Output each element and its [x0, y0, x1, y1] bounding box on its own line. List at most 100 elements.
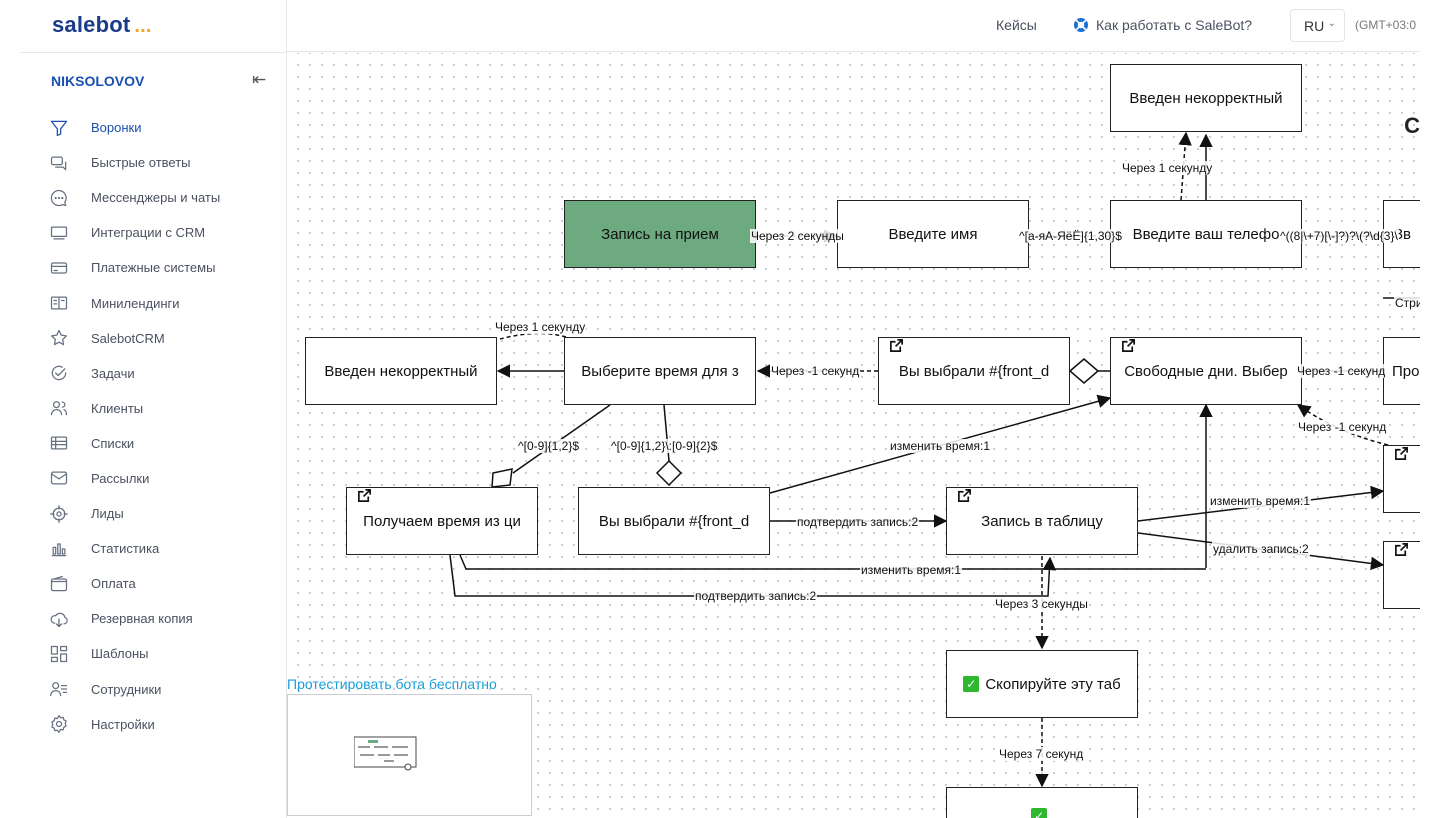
sidebar-item-templates[interactable]: Шаблоны — [48, 636, 278, 671]
sidebar-menu: Воронки Быстрые ответы Мессенджеры и чат… — [48, 110, 278, 742]
quick-replies-icon — [48, 152, 70, 174]
staff-icon — [48, 678, 70, 700]
node-you-chose-1[interactable]: Вы выбрали #{front_d — [878, 337, 1070, 405]
crm-icon — [48, 222, 70, 244]
funnel-icon — [48, 117, 70, 139]
sidebar-item-label: Настройки — [91, 716, 155, 732]
sidebar-item-salebotcrm[interactable]: SalebotCRM — [48, 321, 278, 356]
node-label: Выберите время для з — [581, 362, 739, 380]
node-you-chose-2[interactable]: Вы выбрали #{front_d — [578, 487, 770, 555]
sidebar-item-mailings[interactable]: Рассылки — [48, 461, 278, 496]
sidebar-item-backup[interactable]: Резервная копия — [48, 601, 278, 636]
sidebar-item-label: Резервная копия — [91, 611, 193, 627]
sidebar: salebot... NIKSOLOVOV ⇤ Воронки Быстрые … — [20, 0, 287, 818]
node-enter-phone[interactable]: Введите ваш телефо — [1110, 200, 1302, 268]
howto-link[interactable]: Как работать с SaleBot? — [1073, 17, 1252, 33]
salebot-logo[interactable]: salebot... — [52, 12, 152, 37]
topbar: Кейсы Как работать с SaleBot? RU ⌄ (GMT+… — [287, 0, 1420, 52]
edge-label: Через 1 секунду — [1121, 161, 1214, 175]
lifebuoy-icon — [1074, 18, 1088, 32]
bar-chart-icon — [48, 538, 70, 560]
node-right-mid[interactable]: Про — [1383, 337, 1420, 405]
edge-label: Через -1 секунд — [770, 364, 861, 378]
edge-label: подтвердить запись:2 — [796, 515, 920, 529]
users-icon — [48, 397, 70, 419]
funnel-canvas[interactable]: C Введен некорректный Запись на прием Вв… — [288, 53, 1420, 818]
sidebar-item-crm[interactable]: Интеграции с CRM — [48, 215, 278, 250]
sidebar-item-stats[interactable]: Статистика — [48, 531, 278, 566]
language-select[interactable]: RU ⌄ — [1290, 9, 1345, 42]
collapse-left-icon[interactable]: ⇤ — [252, 70, 267, 89]
sidebar-item-label: Статистика — [91, 541, 160, 557]
sidebar-item-label: Рассылки — [91, 470, 150, 486]
mail-icon — [48, 467, 70, 489]
node-wrong-left[interactable]: Введен некорректный — [305, 337, 497, 405]
sidebar-item-label: Клиенты — [91, 400, 144, 416]
sidebar-item-label: Мессенджеры и чаты — [91, 190, 221, 206]
gear-icon — [48, 713, 70, 735]
sidebar-item-leads[interactable]: Лиды — [48, 496, 278, 531]
sidebar-item-lists[interactable]: Списки — [48, 426, 278, 461]
sidebar-item-payment[interactable]: Оплата — [48, 566, 278, 601]
minimap-preview — [354, 736, 417, 771]
language-value: RU — [1304, 18, 1325, 34]
node-label: Введите имя — [888, 225, 978, 243]
check-icon: ✓ — [1031, 808, 1047, 818]
node-right-b[interactable] — [1383, 541, 1420, 609]
sidebar-item-settings[interactable]: Настройки — [48, 707, 278, 742]
node-label: Скопируйте эту таб — [985, 675, 1121, 693]
sidebar-item-landings[interactable]: Минилендинги — [48, 285, 278, 320]
card-icon — [48, 257, 70, 279]
node-label: Введен некорректный — [1129, 89, 1283, 107]
cases-link[interactable]: Кейсы — [996, 17, 1037, 33]
edge-label: изменить время:1 — [889, 439, 992, 453]
sidebar-item-tasks[interactable]: Задачи — [48, 356, 278, 391]
sidebar-item-label: Оплата — [91, 576, 136, 592]
howto-label: Как работать с SaleBot? — [1096, 17, 1253, 33]
sidebar-item-label: Списки — [91, 435, 135, 451]
sidebar-item-payments[interactable]: Платежные системы — [48, 250, 278, 285]
edge-label: Через -1 секунд — [1297, 420, 1388, 434]
edge-label: ^[0-9]{1,2}\:[0-9]{2}$ — [610, 439, 719, 453]
external-link-icon[interactable] — [1121, 338, 1136, 353]
sidebar-item-label: SalebotCRM — [91, 330, 165, 346]
minimap[interactable] — [287, 694, 532, 816]
node-get-time[interactable]: Получаем время из ци — [346, 487, 538, 555]
sidebar-item-label: Быстрые ответы — [91, 155, 191, 171]
sidebar-item-label: Задачи — [91, 365, 135, 381]
node-label: Запись в таблицу — [981, 512, 1103, 530]
node-label: Запись на прием — [601, 225, 719, 243]
external-link-icon[interactable] — [1394, 446, 1409, 461]
timezone-label: (GMT+03:0 — [1355, 18, 1417, 32]
edge-label: ^((8|\+7)[\-]?)?\(?\d{3}\ — [1279, 229, 1399, 243]
external-link-icon[interactable] — [889, 338, 904, 353]
sidebar-item-funnels[interactable]: Воронки — [48, 110, 278, 145]
node-write-table[interactable]: Запись в таблицу — [946, 487, 1138, 555]
node-right-a[interactable] — [1383, 445, 1420, 513]
node-label: Свободные дни. Выбер — [1124, 362, 1288, 380]
external-link-icon[interactable] — [1394, 542, 1409, 557]
sidebar-item-quick-replies[interactable]: Быстрые ответы — [48, 145, 278, 180]
external-link-icon[interactable] — [357, 488, 372, 503]
external-link-icon[interactable] — [957, 488, 972, 503]
node-free-days[interactable]: Свободные дни. Выбер — [1110, 337, 1302, 405]
node-copy-table[interactable]: ✓ Скопируйте эту таб — [946, 650, 1138, 718]
node-wrong-top[interactable]: Введен некорректный — [1110, 64, 1302, 132]
node-bottom[interactable]: ✓ — [946, 787, 1138, 818]
test-bot-link[interactable]: Протестировать бота бесплатно — [287, 676, 497, 692]
edge-label: Через 7 секунд — [998, 747, 1085, 761]
node-enter-name[interactable]: Введите имя — [837, 200, 1029, 268]
sidebar-item-messengers[interactable]: Мессенджеры и чаты — [48, 180, 278, 215]
sidebar-item-label: Сотрудники — [91, 681, 162, 697]
check-icon: ✓ — [963, 676, 980, 692]
node-label: Введен некорректный — [324, 362, 478, 380]
node-choose-time[interactable]: Выберите время для з — [564, 337, 756, 405]
sidebar-item-label: Воронки — [91, 120, 142, 136]
edge-label: ^[0-9]{1,2}$ — [517, 439, 581, 453]
sidebar-item-clients[interactable]: Клиенты — [48, 391, 278, 426]
node-label: Введите ваш телефо — [1132, 225, 1280, 243]
node-booking[interactable]: Запись на прием — [564, 200, 756, 268]
sidebar-item-staff[interactable]: Сотрудники — [48, 672, 278, 707]
node-label: Вы выбрали #{front_d — [898, 362, 1050, 380]
